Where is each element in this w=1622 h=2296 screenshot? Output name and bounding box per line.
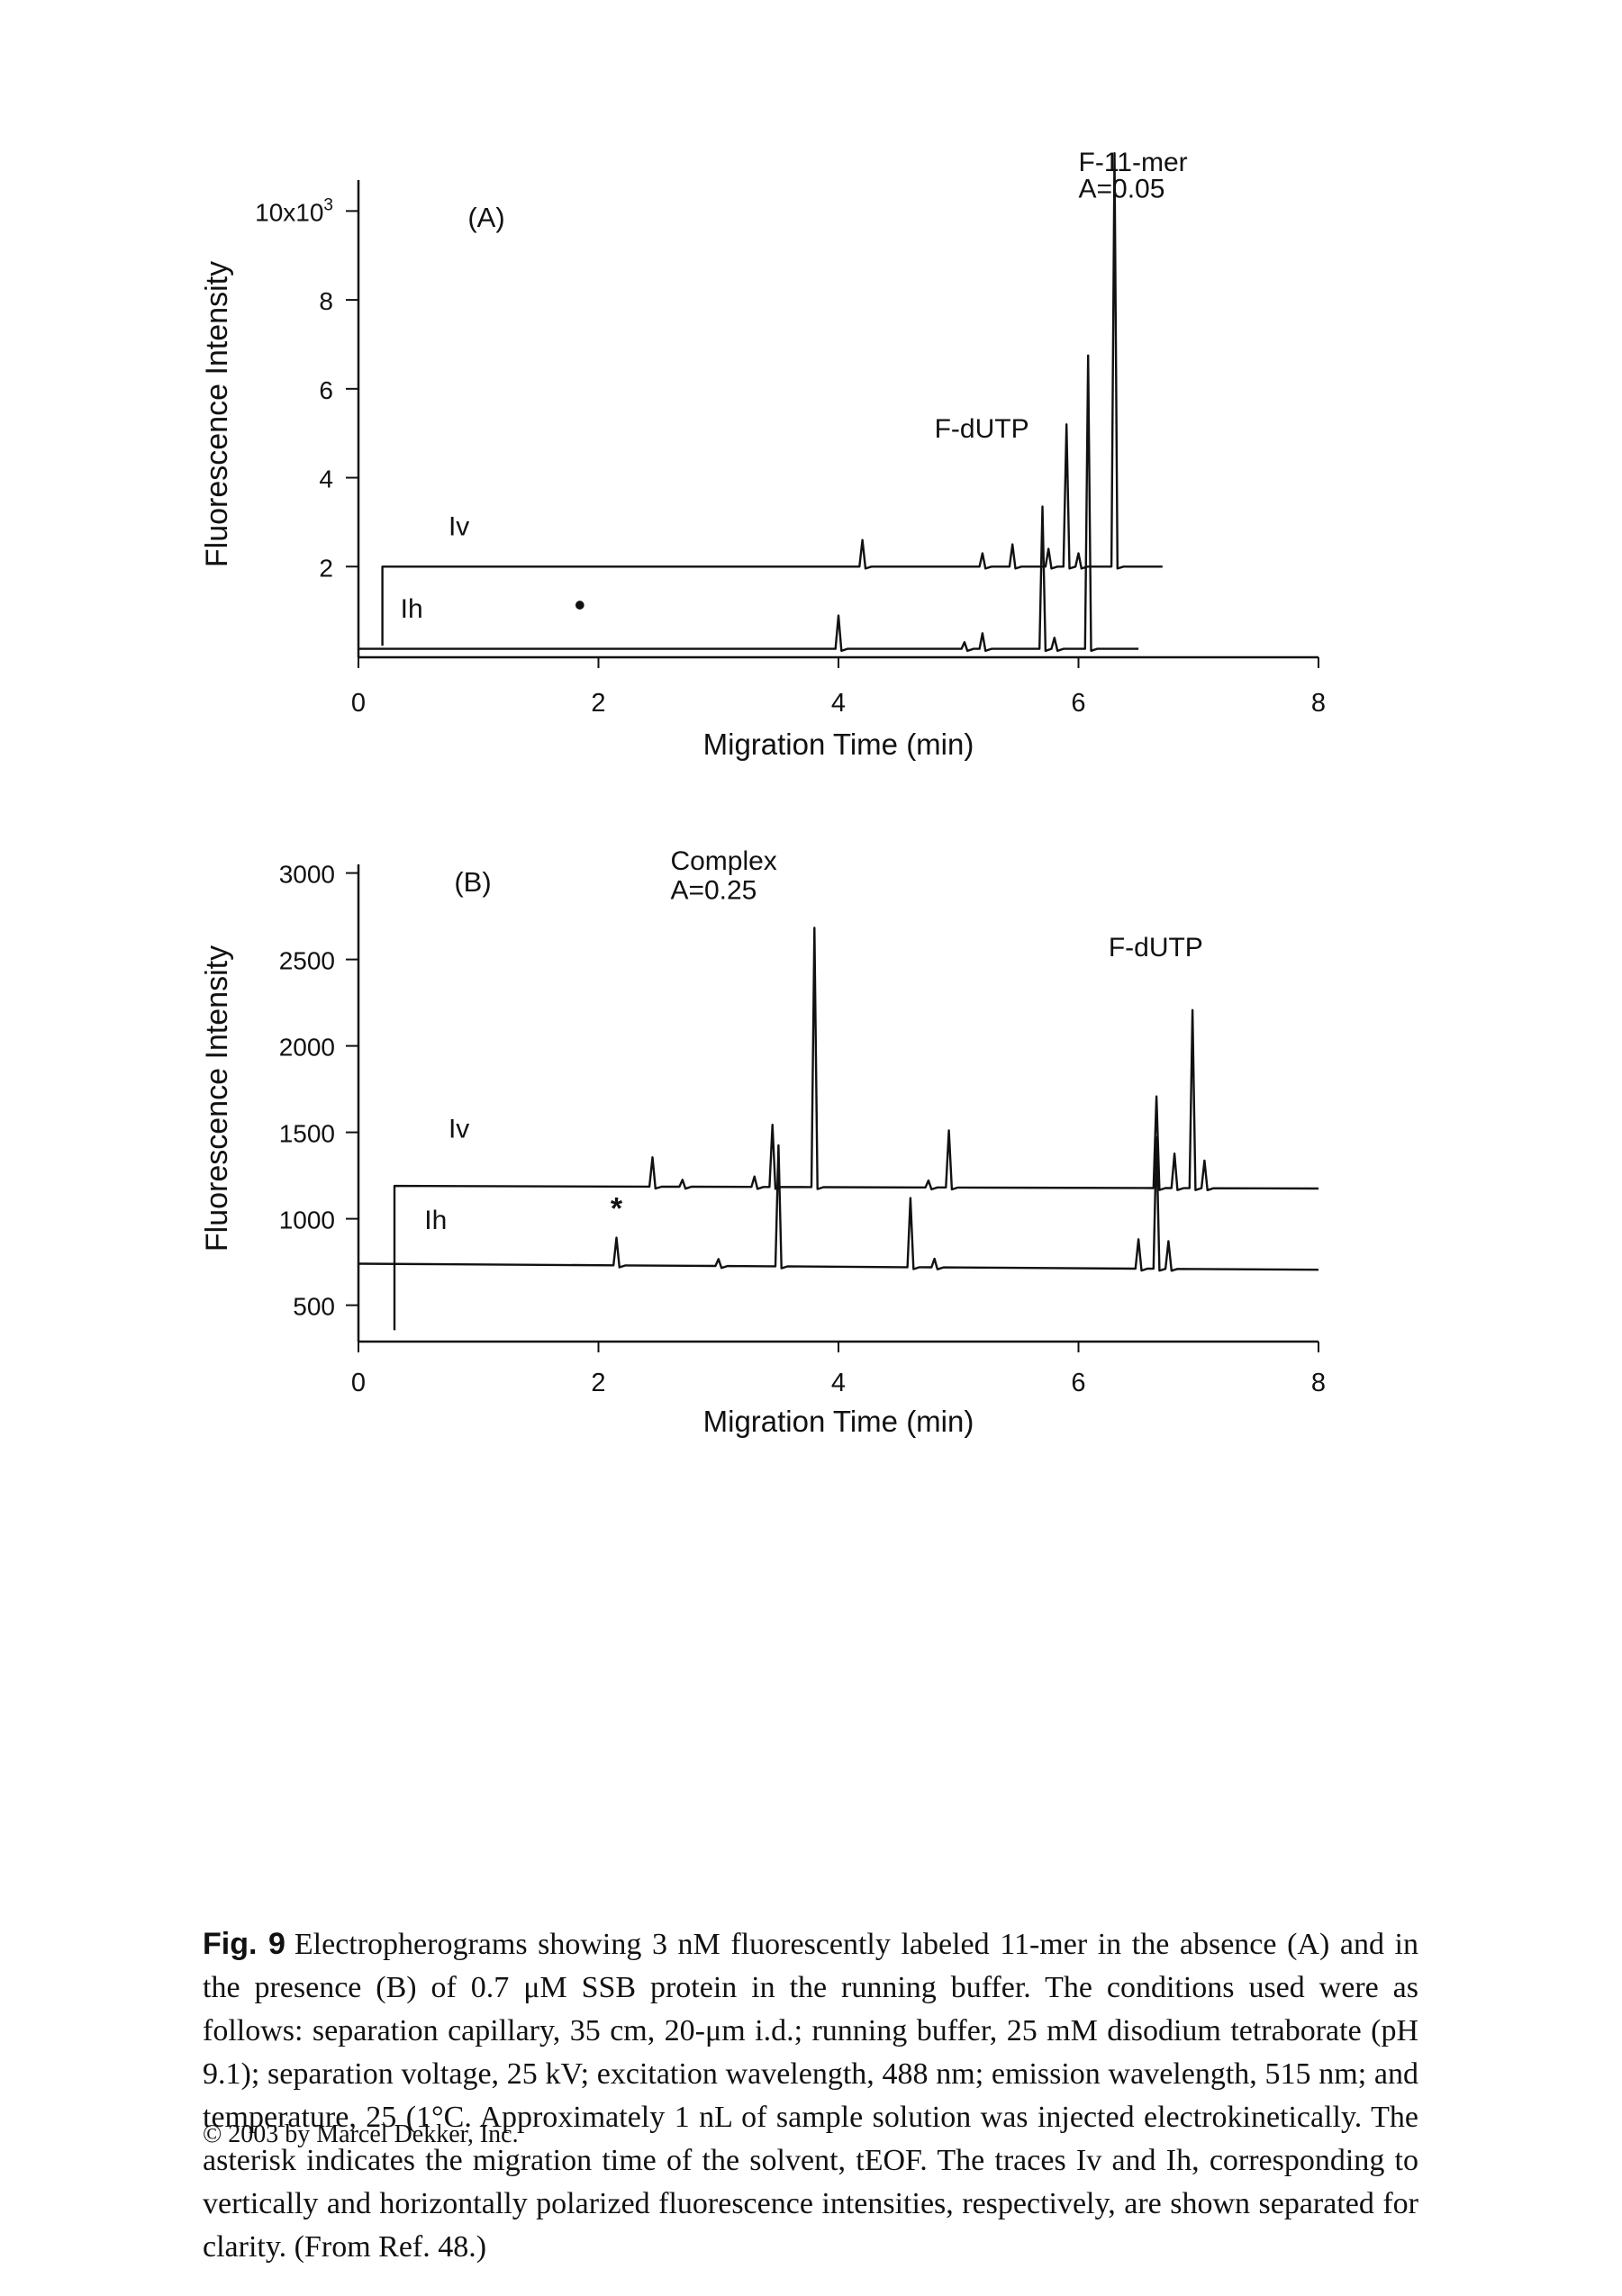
y-tick-label: 2: [319, 554, 333, 582]
annotation: A=0.25: [670, 875, 757, 905]
x-tick-label: 2: [591, 689, 605, 718]
x-axis-label: Migration Time (min): [703, 1405, 974, 1438]
y-tick-label: 4: [319, 466, 333, 493]
x-tick-label: 6: [1071, 689, 1085, 718]
panel-label: (A): [467, 202, 504, 233]
y-tick-label: 500: [293, 1293, 335, 1321]
y-tick-label: 3000: [279, 861, 335, 889]
trace-iv: [393, 927, 1319, 1331]
x-tick-label: 0: [351, 689, 366, 718]
x-tick-label: 0: [351, 1369, 366, 1397]
y-tick-label: 2500: [279, 947, 335, 975]
x-tick-label: 4: [831, 1369, 846, 1397]
y-tick-label: 8: [319, 287, 333, 315]
annotation: F-dUTP: [1109, 933, 1203, 963]
y-tick-label: 6: [319, 376, 333, 404]
annotation: F-11-mer: [1079, 148, 1188, 177]
y-tick-exponent: 3: [323, 195, 333, 214]
x-tick-label: 6: [1071, 1369, 1085, 1397]
panel-label: (B): [454, 866, 491, 898]
series-label: Iv: [449, 1114, 469, 1143]
y-axis-label: Fluorescence Intensity: [200, 261, 234, 567]
figure-label: Fig. 9: [203, 1927, 285, 1961]
x-tick-label: 8: [1311, 689, 1326, 718]
y-axis-label: Fluorescence Intensity: [200, 945, 234, 1252]
series-label: Ih: [401, 594, 423, 624]
annotation: Complex: [670, 846, 776, 876]
y-tick-label: 1500: [279, 1120, 335, 1148]
y-tick-label: 1000: [279, 1207, 335, 1234]
y-tick-label: 2000: [279, 1034, 335, 1062]
series-label: Ih: [424, 1206, 447, 1235]
x-tick-label: 4: [831, 689, 846, 718]
y-tick-label: 10x103: [255, 195, 333, 226]
solvent-marker: •: [575, 589, 585, 623]
caption-text: Electropherograms showing 3 nM fluoresce…: [203, 1928, 1418, 2264]
annotation: F-dUTP: [935, 414, 1029, 444]
solvent-marker: *: [611, 1192, 623, 1226]
trace-iv: [381, 152, 1163, 646]
trace-ih: [358, 1136, 1319, 1272]
x-axis-label: Migration Time (min): [703, 728, 974, 761]
series-label: Iv: [449, 512, 469, 542]
annotation: A=0.05: [1079, 175, 1165, 204]
x-tick-label: 2: [591, 1369, 605, 1397]
x-tick-label: 8: [1311, 1369, 1326, 1397]
trace-ih: [358, 354, 1139, 652]
copyright-notice: © 2003 by Marcel Dekker, Inc.: [203, 2120, 519, 2148]
